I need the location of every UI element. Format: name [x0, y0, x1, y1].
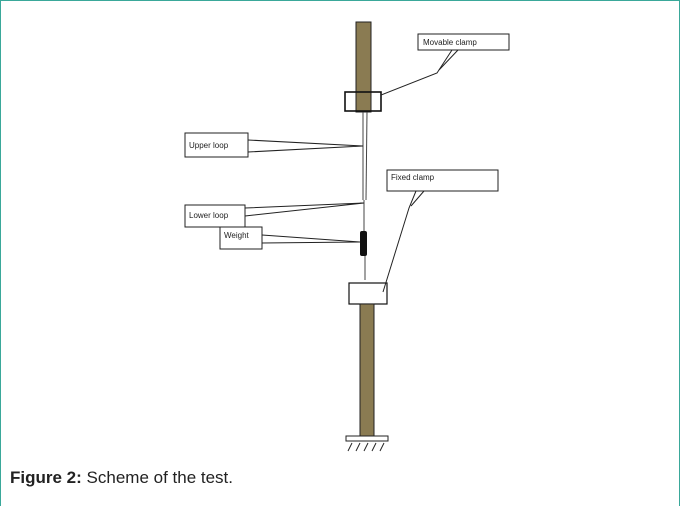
- fixed-clamp-callout: [386, 169, 499, 192]
- weight-leader: [261, 234, 361, 244]
- fixed-clamp-leader: [382, 190, 417, 293]
- thread-upper-2: [365, 111, 368, 201]
- fixed-clamp-label: Fixed clamp: [391, 173, 435, 182]
- weight-callout: [219, 226, 263, 250]
- upper-loop-label: Upper loop: [189, 141, 229, 150]
- weight-label: Weight: [224, 231, 250, 240]
- upper-loop-leader: [247, 139, 364, 153]
- figure-caption: Figure 2: Scheme of the test.: [10, 468, 233, 488]
- ground-base: [345, 435, 389, 442]
- fixed-clamp-box: [348, 282, 388, 305]
- movable-clamp-label: Movable clamp: [423, 38, 477, 47]
- lower-loop-label: Lower loop: [189, 211, 229, 220]
- movable-clamp-leader-2: [438, 49, 459, 71]
- lower-loop-leader: [244, 202, 365, 217]
- caption-label: Figure 2:: [10, 468, 82, 487]
- caption-text: Scheme of the test.: [86, 468, 233, 487]
- upper-loop-callout: [184, 132, 249, 158]
- upper-rod: [355, 21, 372, 113]
- fixed-clamp-leader-2: [410, 190, 425, 207]
- lower-rod: [359, 303, 375, 437]
- weight-block: [360, 231, 367, 256]
- movable-clamp-box: [344, 91, 382, 112]
- ground-hatch: [347, 442, 385, 452]
- movable-clamp-leader: [380, 49, 453, 96]
- movable-clamp-callout: [417, 33, 510, 51]
